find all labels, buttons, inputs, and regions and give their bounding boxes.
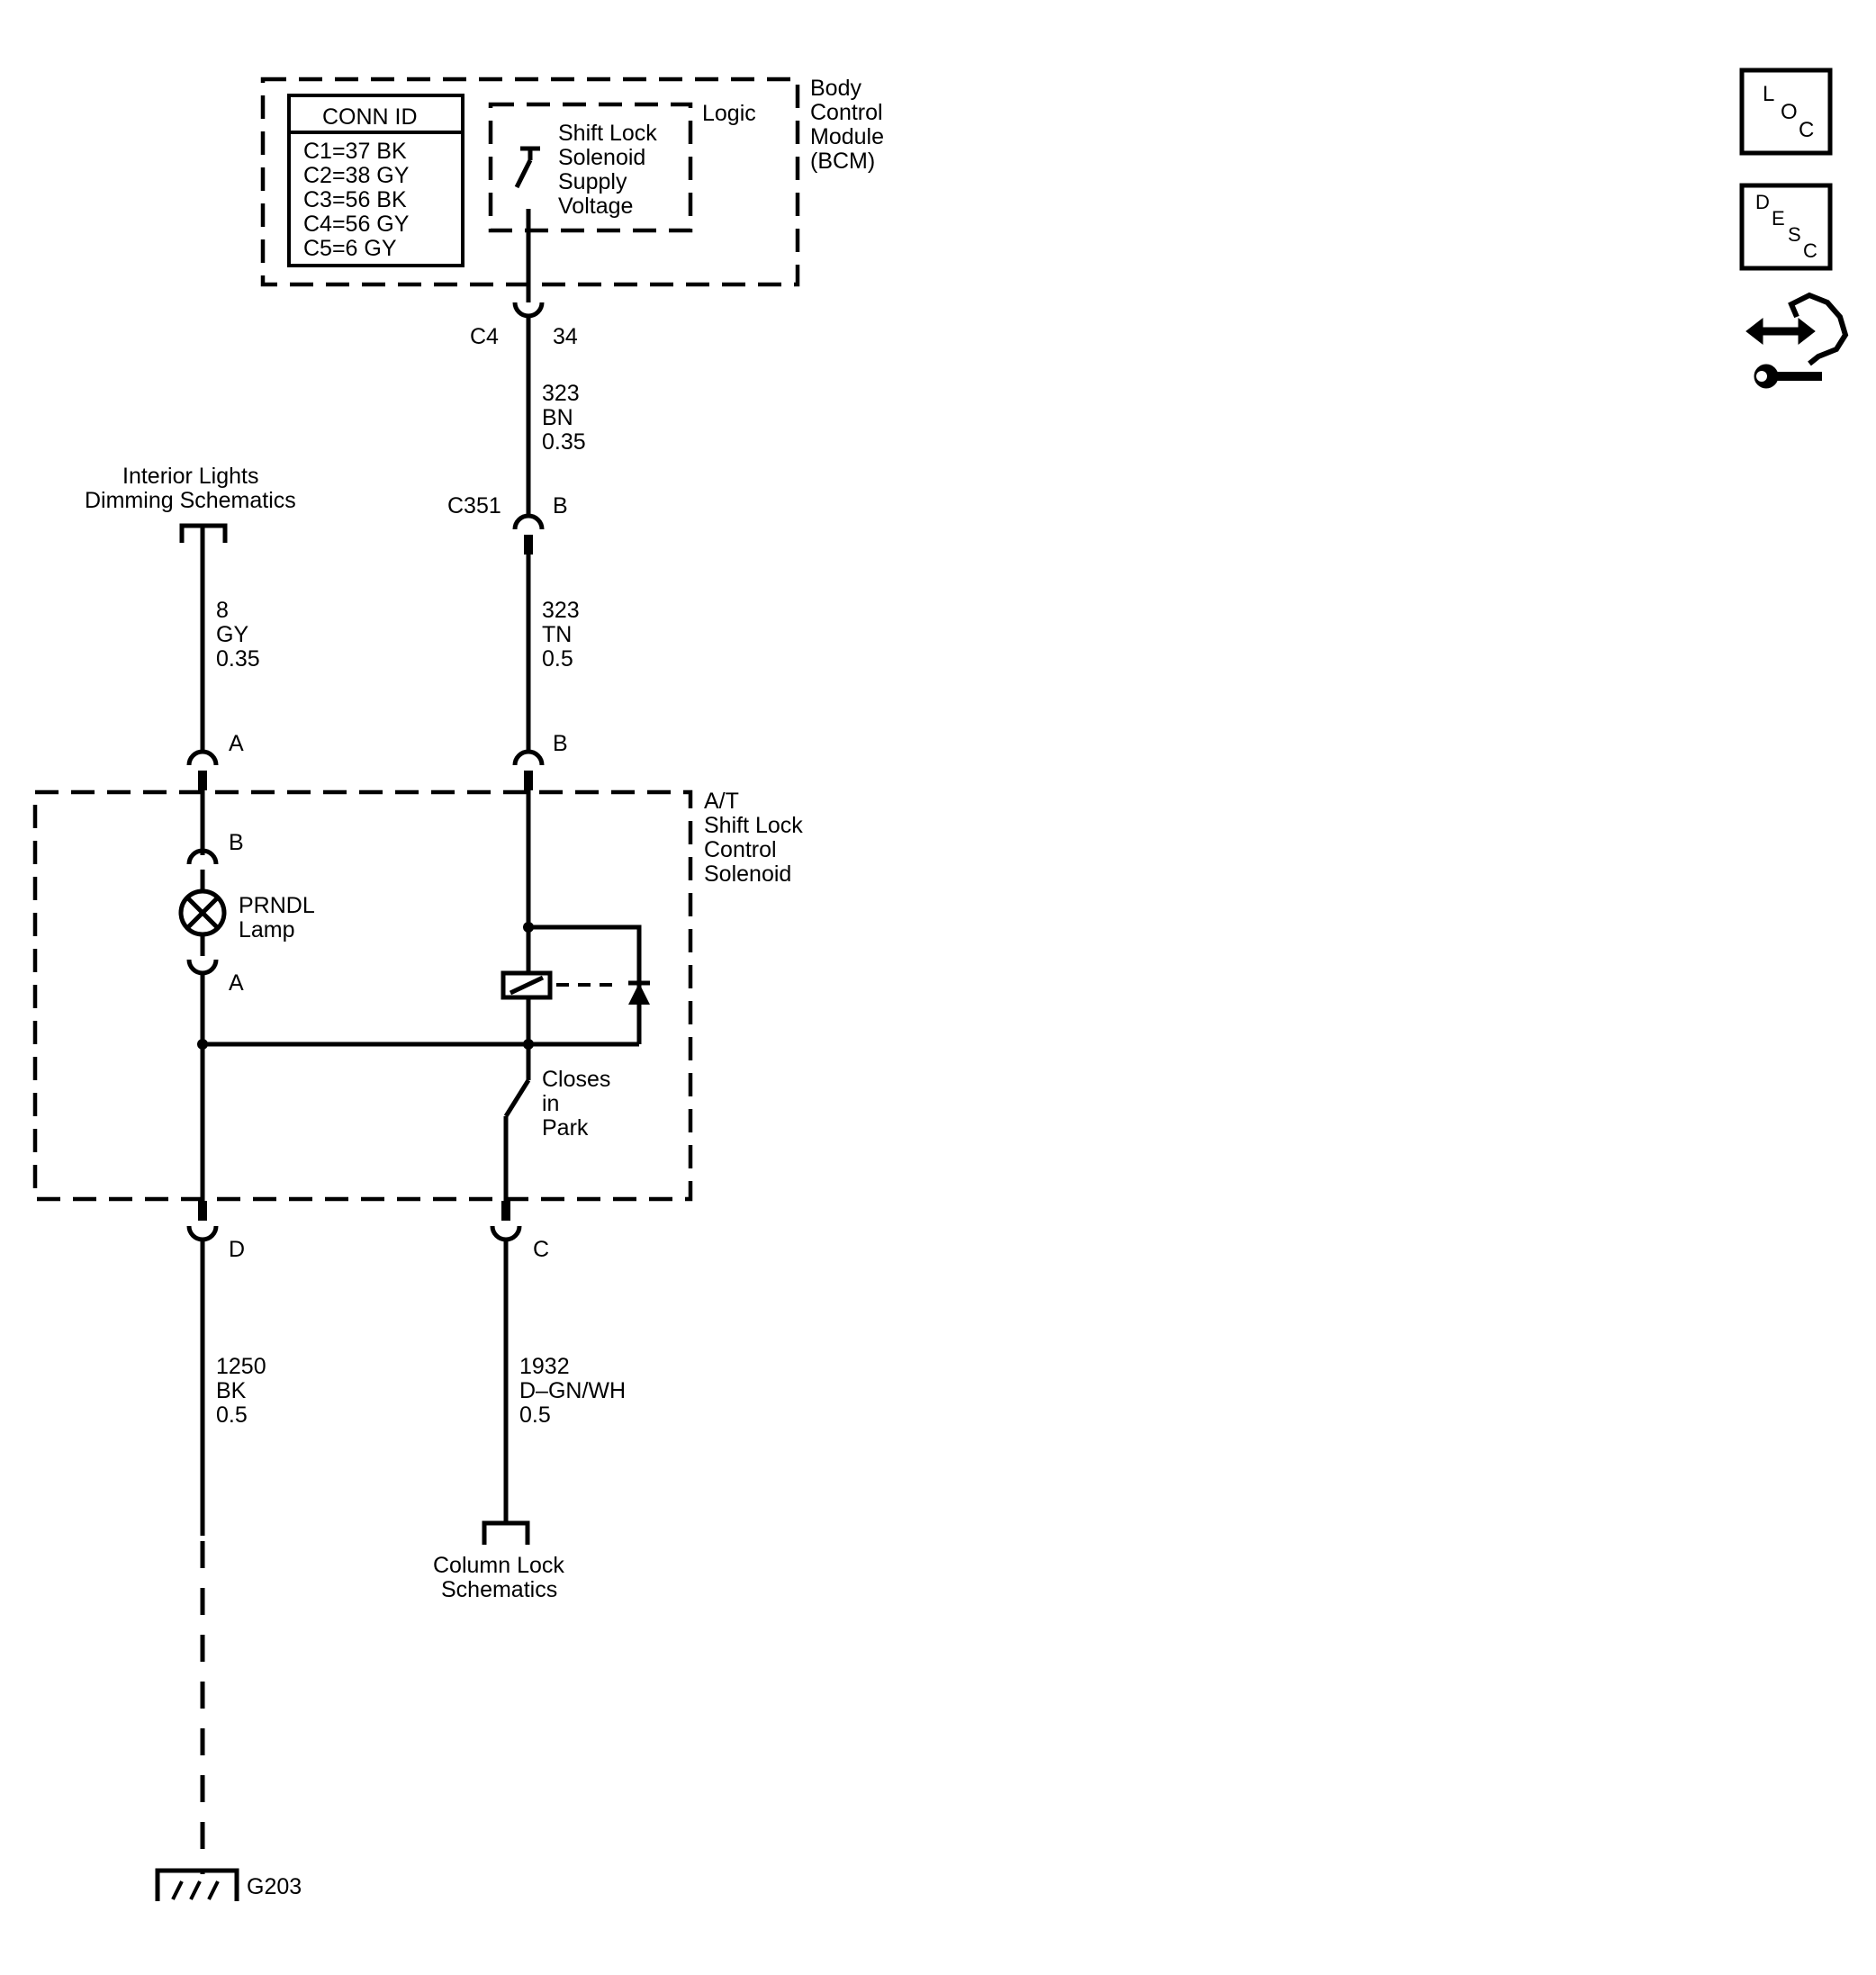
bcm-module: Body Control Module (BCM) CONN ID C1=37 … (260, 76, 884, 302)
ground-g203-label: G203 (247, 1874, 302, 1899)
svg-text:1932: 1932 (519, 1354, 570, 1379)
conn-id-c1: C1=37 BK (303, 139, 407, 164)
bcm-title-line-1: Body (810, 76, 861, 101)
column-lock-line-2: Schematics (441, 1577, 557, 1602)
svg-text:0.35: 0.35 (216, 646, 260, 672)
lamp-pin-b: B (229, 830, 244, 855)
conn-id-table: CONN ID C1=37 BK C2=38 GY C3=56 BK C4=56… (287, 94, 464, 267)
svg-text:BK: BK (216, 1378, 247, 1403)
supply-label-line-3: Supply (558, 169, 627, 194)
solenoid-pin-d: D (229, 1237, 245, 1262)
svg-text:0.5: 0.5 (542, 646, 573, 672)
solenoid-dashed-box (32, 789, 693, 1202)
shift-lock-solenoid: A/T Shift Lock Control Solenoid B PRNDL … (32, 771, 803, 1203)
svg-text:GY: GY (216, 622, 248, 647)
interior-lights-line-2: Dimming Schematics (85, 488, 296, 513)
ground-g203: G203 (155, 1868, 302, 1901)
connector-c351-pin: B (553, 493, 568, 519)
svg-text:323: 323 (542, 381, 580, 406)
wire-label-323-bn: 323 BN 0.35 (542, 381, 586, 455)
desc-letter-e: E (1772, 207, 1785, 230)
solenoid-title-line-2: Shift Lock (704, 813, 803, 838)
interior-lights-reference[interactable]: Interior Lights Dimming Schematics (85, 464, 296, 543)
loc-letter-l: L (1763, 82, 1774, 106)
connector-c4: C4 34 (470, 302, 578, 517)
solenoid-title-line-1: A/T (704, 789, 739, 814)
solenoid-title-line-3: Control (704, 837, 777, 862)
supply-switch-icon (514, 146, 540, 189)
connector-c4-name: C4 (470, 324, 499, 349)
svg-text:0.35: 0.35 (542, 429, 586, 455)
svg-text:8: 8 (216, 598, 229, 623)
svg-text:TN: TN (542, 622, 572, 647)
solenoid-connector-a: A (186, 731, 244, 766)
wire-label-1932: 1932 D–GN/WH 0.5 (519, 1354, 626, 1428)
svg-text:323: 323 (542, 598, 580, 623)
supply-label-line-2: Solenoid (558, 145, 645, 170)
column-lock-line-1: Column Lock (433, 1553, 564, 1578)
loc-letter-c: C (1799, 118, 1814, 142)
logic-block: Logic Shift Lock Solenoid Supply Voltage (488, 101, 756, 233)
park-switch-label-2: in (542, 1091, 559, 1116)
connector-c351: C351 B (447, 493, 568, 555)
bcm-title-line-2: Control (810, 100, 883, 125)
conn-id-c3: C3=56 BK (303, 187, 407, 212)
wire-label-323-tn: 323 TN 0.5 (542, 598, 580, 672)
diode-icon (628, 980, 650, 1005)
svg-text:BN: BN (542, 405, 573, 430)
desc-letter-d: D (1755, 191, 1770, 213)
conn-id-c2: C2=38 GY (303, 163, 410, 188)
solenoid-coil-icon (501, 970, 553, 1000)
ground-icon (155, 1868, 239, 1901)
lamp-pin-a: A (229, 970, 244, 996)
solenoid-connector-c: C (490, 1201, 549, 1262)
prndl-lamp-label-2: Lamp (239, 917, 295, 942)
solenoid-pin-b: B (553, 731, 568, 756)
conn-id-c5: C5=6 GY (303, 236, 397, 261)
bcm-title-line-3: Module (810, 124, 884, 149)
prndl-lamp-icon (178, 870, 227, 956)
conn-id-header: CONN ID (322, 104, 418, 130)
park-switch-label-1: Closes (542, 1067, 610, 1092)
logic-label: Logic (702, 101, 756, 126)
supply-label-line-1: Shift Lock (558, 121, 657, 146)
desc-letter-s: S (1788, 223, 1801, 246)
park-switch-label-3: Park (542, 1115, 589, 1141)
desc-icon[interactable]: D E S C (1739, 183, 1833, 271)
loc-icon[interactable]: L O C (1739, 68, 1833, 156)
solenoid-pin-a: A (229, 731, 244, 756)
prndl-lamp-label-1: PRNDL (239, 893, 315, 918)
park-switch-icon (503, 1044, 531, 1203)
connector-c351-name: C351 (447, 493, 501, 519)
conn-id-c4: C4=56 GY (303, 212, 410, 237)
arrows-wrench-icon[interactable] (1745, 292, 1849, 389)
svg-text:1250: 1250 (216, 1354, 266, 1379)
svg-text:0.5: 0.5 (519, 1402, 551, 1428)
svg-text:0.5: 0.5 (216, 1402, 248, 1428)
desc-letter-c: C (1803, 239, 1817, 262)
interior-lights-line-1: Interior Lights (122, 464, 258, 489)
solenoid-title-line-4: Solenoid (704, 861, 791, 887)
bcm-title-line-4: (BCM) (810, 149, 875, 174)
bcm-dashed-box (260, 77, 800, 287)
svg-text:D–GN/WH: D–GN/WH (519, 1378, 626, 1403)
solenoid-connector-b: B (512, 731, 568, 766)
supply-label-line-4: Voltage (558, 194, 633, 219)
logic-dashed-box (488, 102, 693, 233)
wire-label-1250-bk: 1250 BK 0.5 (216, 1354, 266, 1428)
wire-label-8-gy: 8 GY 0.35 (216, 598, 260, 672)
connector-c4-pin: 34 (553, 324, 578, 349)
solenoid-pin-c: C (533, 1237, 549, 1262)
solenoid-connector-d: D (186, 1201, 245, 1262)
column-lock-reference[interactable]: Column Lock Schematics (433, 1520, 564, 1602)
loc-letter-o: O (1781, 100, 1798, 124)
